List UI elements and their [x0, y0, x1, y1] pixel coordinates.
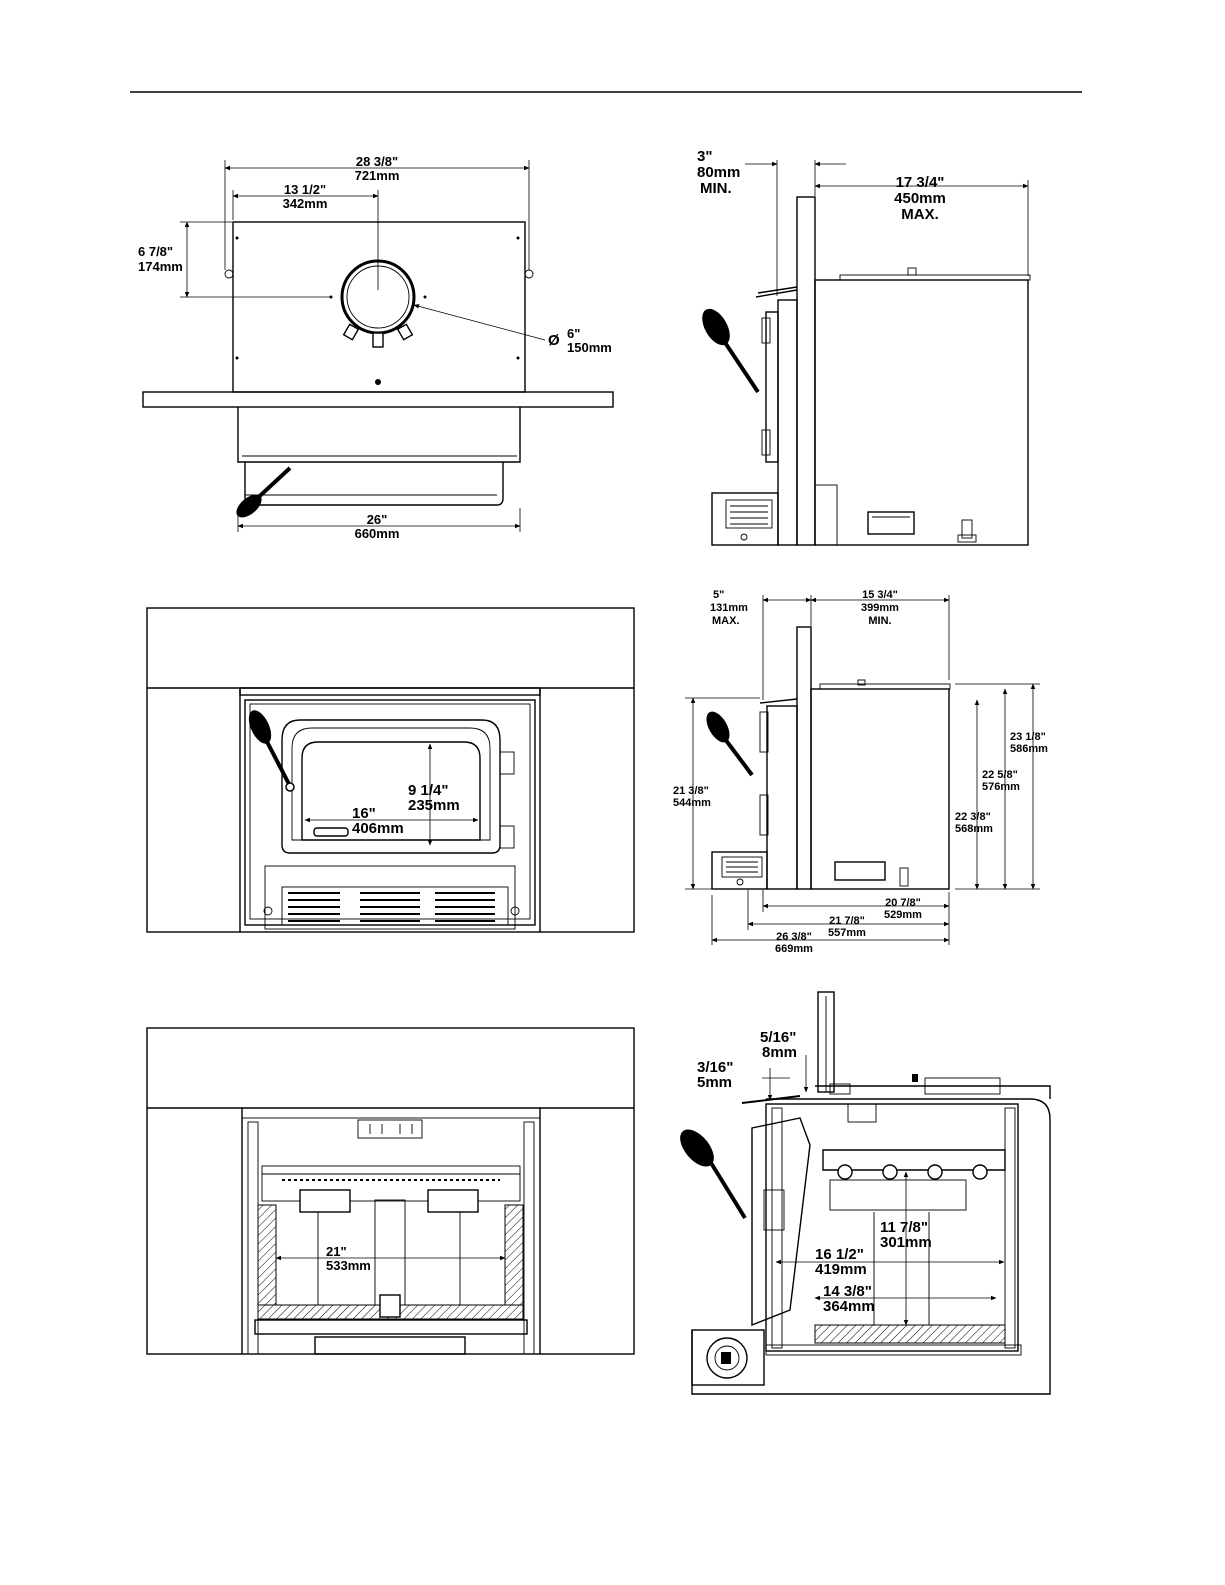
flue-depth-mm: 174mm: [138, 259, 183, 274]
min-clearance-mm: 80mm: [697, 164, 740, 181]
gap-b-in: 3/16": [697, 1059, 733, 1076]
total-height-mm: 586mm: [1010, 743, 1048, 755]
glass-width-mm: 406mm: [352, 820, 404, 837]
front-view: [146, 607, 635, 933]
glass-width-in: 16": [352, 805, 376, 822]
rear-height-in: 22 3/8": [955, 811, 991, 823]
side-view-1: [702, 160, 1031, 546]
top-view: [142, 160, 614, 532]
gap-a-mm: 8mm: [762, 1044, 797, 1061]
glass-height-mm: 235mm: [408, 797, 460, 814]
flue-offset-mm: 342mm: [283, 196, 328, 211]
grille: [281, 886, 509, 926]
depth-top-mm: 419mm: [815, 1261, 867, 1278]
rear-min-note: MIN.: [868, 615, 891, 627]
blower-icon: [711, 851, 768, 890]
depth-1-mm: 529mm: [884, 909, 922, 921]
overall-width-in: 28 3/8": [356, 154, 398, 169]
section-view: [680, 991, 1051, 1395]
max-depth-in: 17 3/4": [896, 174, 945, 191]
body-height-mm: 576mm: [982, 781, 1020, 793]
body-width-in: 26": [367, 512, 388, 527]
flue-diameter-mm: 150mm: [567, 340, 612, 355]
flue-offset-in: 13 1/2": [284, 182, 326, 197]
depth-top-in: 16 1/2": [815, 1246, 864, 1263]
gap-b-mm: 5mm: [697, 1074, 732, 1091]
handle-icon: [248, 710, 295, 792]
firebox-width-in: 21": [326, 1244, 347, 1259]
flue-depth-in: 6 7/8": [138, 244, 173, 259]
diameter-symbol: Ø: [548, 332, 560, 349]
blower-icon: [711, 492, 779, 546]
depth-bottom-in: 14 3/8": [823, 1283, 872, 1300]
side-view-2: [685, 595, 1040, 945]
front-max-mm: 131mm: [710, 602, 748, 614]
max-depth-mm: 450mm: [894, 190, 946, 207]
flue-diameter-in: 6": [567, 326, 580, 341]
gap-a-in: 5/16": [760, 1029, 796, 1046]
depth-3-in: 26 3/8": [776, 931, 812, 943]
handle-icon: [702, 308, 760, 394]
handle-icon: [236, 466, 292, 518]
rear-height-mm: 568mm: [955, 823, 993, 835]
blower-icon: [691, 1329, 765, 1386]
max-depth-note: MAX.: [901, 206, 939, 223]
handle-icon: [706, 711, 754, 777]
depth-3-mm: 669mm: [775, 943, 813, 955]
min-clearance-in: 3": [697, 148, 712, 165]
min-clearance-note: MIN.: [700, 180, 732, 197]
firebox-front-view: [146, 1027, 635, 1355]
overall-width-mm: 721mm: [355, 168, 400, 183]
glass-height-in: 9 1/4": [408, 782, 448, 799]
depth-2-in: 21 7/8": [829, 915, 865, 927]
handle-icon: [680, 1129, 747, 1220]
body-height-in: 22 5/8": [982, 769, 1018, 781]
front-max-in: 5": [713, 589, 724, 601]
rear-min-in: 15 3/4": [862, 589, 898, 601]
rear-min-mm: 399mm: [861, 602, 899, 614]
depth-bottom-mm: 364mm: [823, 1298, 875, 1315]
front-height-in: 21 3/8": [673, 785, 709, 797]
depth-1-in: 20 7/8": [885, 897, 921, 909]
front-max-note: MAX.: [712, 615, 740, 627]
front-height-mm: 544mm: [673, 797, 711, 809]
depth-2-mm: 557mm: [828, 927, 866, 939]
baffle-height-mm: 301mm: [880, 1234, 932, 1251]
baffle-height-in: 11 7/8": [880, 1219, 928, 1236]
firebox-width-mm: 533mm: [326, 1258, 371, 1273]
total-height-in: 23 1/8": [1010, 731, 1046, 743]
body-width-mm: 660mm: [355, 526, 400, 541]
